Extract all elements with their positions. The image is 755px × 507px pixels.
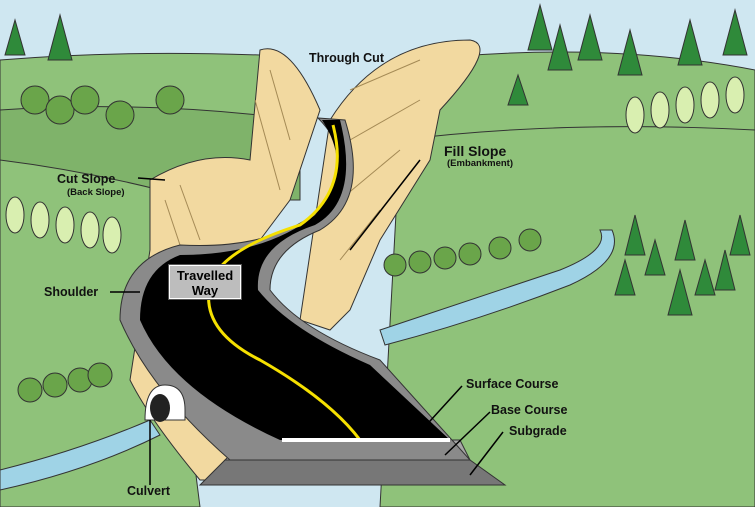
surface-course-line <box>282 438 450 442</box>
trees <box>4 3 751 403</box>
subgrade-layer <box>198 459 507 486</box>
fill-slope-label: Fill Slope <box>444 143 507 159</box>
shoulder-label: Shoulder <box>44 285 99 299</box>
culvert-label: Culvert <box>127 484 171 498</box>
label-arrows <box>110 159 504 485</box>
cut-slope-label: Cut Slope <box>57 172 116 186</box>
fill-slope-sublabel: (Embankment) <box>447 158 513 169</box>
travelled-way-line2: Way <box>191 283 219 298</box>
culvert-opening <box>150 394 170 422</box>
travelled-way-line1: Travelled <box>176 268 234 283</box>
subgrade-label: Subgrade <box>509 424 567 438</box>
base-course-label: Base Course <box>491 403 568 417</box>
surface-course-label: Surface Course <box>466 377 559 391</box>
travelled-way-label: Travelled Way <box>168 264 242 300</box>
river <box>379 229 615 346</box>
travelled-way-road <box>140 120 450 440</box>
cut-slope-sublabel: (Back Slope) <box>67 187 125 198</box>
fill-slope-rock <box>299 39 481 331</box>
culvert-stream <box>0 419 161 491</box>
through-cut-label: Through Cut <box>309 51 384 65</box>
